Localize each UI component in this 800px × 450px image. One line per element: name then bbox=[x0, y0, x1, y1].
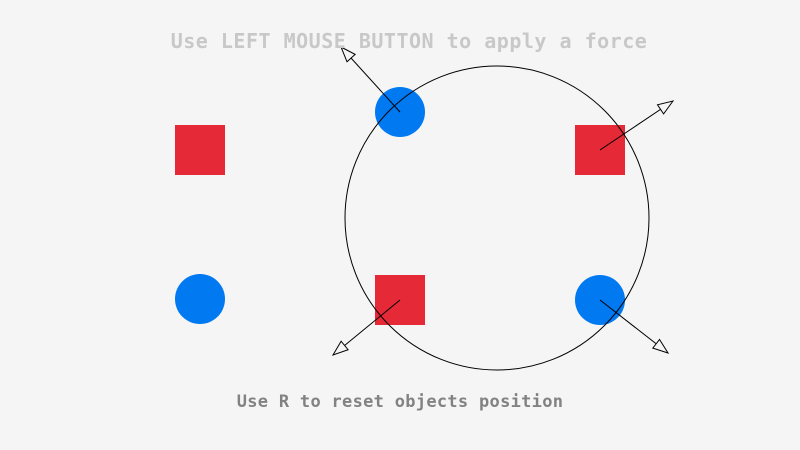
force-arrow-head bbox=[656, 100, 675, 115]
force-arrow-head bbox=[331, 340, 349, 356]
blue-circle-left[interactable] bbox=[175, 274, 225, 324]
boundary-circle bbox=[344, 65, 650, 371]
force-arrow-head bbox=[340, 45, 357, 63]
instruction-reset-objects: Use R to reset objects position bbox=[236, 392, 564, 412]
instruction-apply-force: Use LEFT MOUSE BUTTON to apply a force bbox=[170, 29, 648, 53]
red-square-left[interactable] bbox=[175, 125, 225, 175]
force-arrow-head bbox=[651, 338, 670, 354]
